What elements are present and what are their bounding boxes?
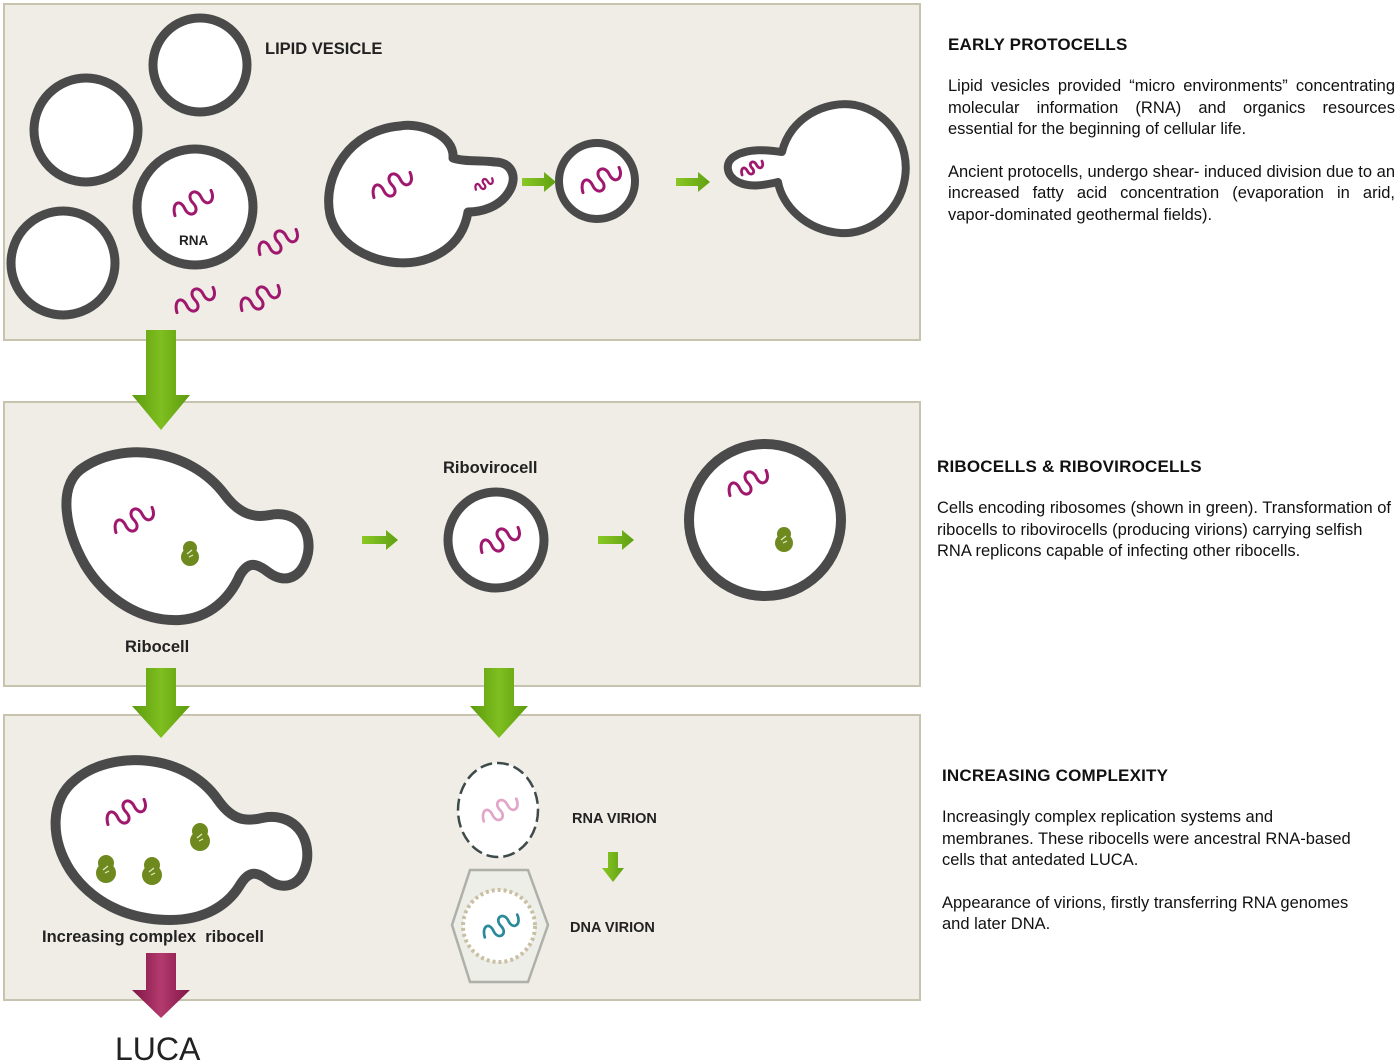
section-paragraph: Cells encoding ribosomes (shown in green… xyxy=(937,499,1391,560)
arrow-right xyxy=(676,172,710,192)
ribosome xyxy=(96,855,116,883)
section-paragraph: Increasingly complex replication systems… xyxy=(942,808,1351,869)
dna-virion-core xyxy=(461,888,537,964)
dividing-protocell xyxy=(723,100,910,238)
rna-strand xyxy=(479,525,521,555)
lipid-vesicle xyxy=(6,206,120,320)
section-ribocells: RIBOCELLS & RIBOVIROCELLS Cells encoding… xyxy=(937,457,1392,584)
ribosome xyxy=(775,527,793,552)
rna-strand xyxy=(172,188,214,218)
section-paragraph: Ancient protocells, undergo shear- induc… xyxy=(948,162,1395,224)
rna-strand xyxy=(105,797,147,827)
label-luca: LUCA xyxy=(115,1031,201,1063)
section-paragraph: Lipid vesicles provided “micro environme… xyxy=(948,77,1395,138)
section-title: RIBOCELLS & RIBOVIROCELLS xyxy=(937,457,1202,476)
rna-strand xyxy=(474,177,494,191)
ribosome xyxy=(142,857,162,885)
label-ribovirocell: Ribovirocell xyxy=(443,459,537,477)
arrow-right xyxy=(362,530,398,550)
dividing-protocell xyxy=(324,120,518,268)
label-dna-virion: DNA VIRION xyxy=(570,920,655,936)
arrow-down xyxy=(132,330,190,430)
section-early-protocells: EARLY PROTOCELLS Lipid vesicles provided… xyxy=(948,35,1395,247)
rna-strand xyxy=(257,227,299,257)
section-increasing-complexity: INCREASING COMPLEXITY Increasingly compl… xyxy=(942,766,1362,957)
protocell xyxy=(555,139,639,223)
label-increasing-complex-ribocell: Increasing complex ribocell xyxy=(42,928,264,946)
rna-strand xyxy=(239,283,281,313)
rna-strand xyxy=(727,468,769,498)
label-rna: RNA xyxy=(179,233,208,248)
lipid-vesicle xyxy=(148,13,252,117)
section-title: INCREASING COMPLEXITY xyxy=(942,766,1169,785)
arrow-down xyxy=(132,668,190,738)
rna-strand xyxy=(481,797,519,823)
rna-strand xyxy=(580,165,622,195)
section-paragraph: Appearance of virions, firstly transferr… xyxy=(942,893,1349,934)
label-lipid-vesicle: LIPID VESICLE xyxy=(265,40,382,58)
arrow-to-luca xyxy=(132,953,190,1018)
arrow-right xyxy=(522,172,556,192)
label-rna-virion: RNA VIRION xyxy=(572,811,657,827)
label-ribocell: Ribocell xyxy=(125,638,189,656)
rna-strand xyxy=(113,505,155,535)
arrow-down xyxy=(470,668,528,738)
arrow-right xyxy=(598,530,634,550)
rna-virion xyxy=(456,761,540,859)
ribocell xyxy=(61,447,314,626)
section-title: EARLY PROTOCELLS xyxy=(948,35,1128,54)
rna-strand xyxy=(740,159,765,177)
arrow-down-small xyxy=(602,852,624,882)
rna-strand xyxy=(174,285,216,315)
complex-ribocell xyxy=(50,755,313,925)
ribovirocell xyxy=(443,487,549,593)
ribosome xyxy=(181,541,199,566)
rna-strand xyxy=(371,170,413,200)
lipid-vesicle xyxy=(29,73,143,187)
dna-strand xyxy=(482,913,520,939)
ribocell-infected xyxy=(684,439,846,601)
ribosome xyxy=(190,823,210,851)
